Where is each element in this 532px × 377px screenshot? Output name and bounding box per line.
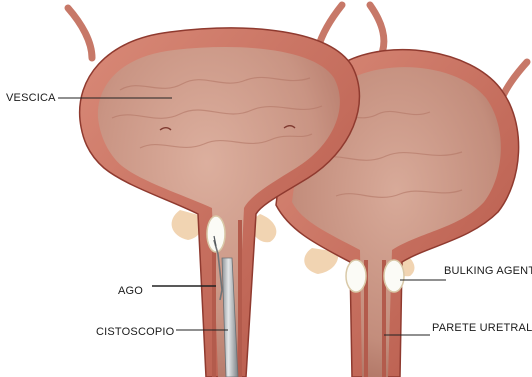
ureter — [68, 8, 92, 58]
label-cistoscopio: CISTOSCOPIO — [96, 326, 175, 338]
label-bulking-agent: BULKING AGENT — [444, 265, 532, 277]
label-vescica: VESCICA — [6, 92, 56, 104]
bulking-agent-deposit — [346, 260, 366, 292]
label-parete-uretrale: PARETE URETRALE — [432, 322, 532, 334]
label-ago: AGO — [118, 285, 143, 297]
ureter — [502, 62, 527, 98]
bulking-agent-deposit — [384, 260, 404, 292]
